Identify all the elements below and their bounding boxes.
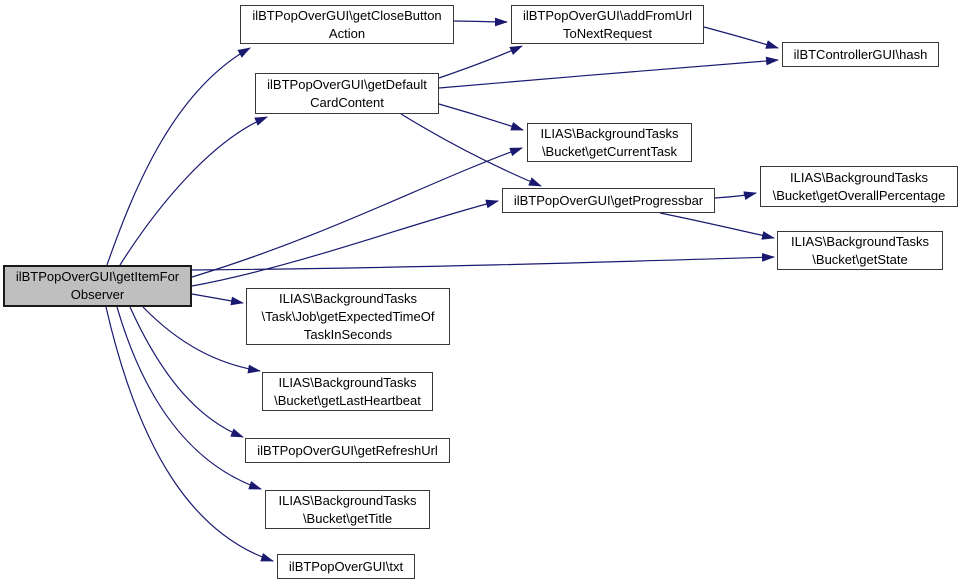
node-label-line: TaskInSeconds	[303, 326, 393, 342]
edge-item-to-current	[191, 147, 523, 278]
node-txt[interactable]: ilBTPopOverGUI\txt	[277, 554, 415, 579]
edge-item-to-progress	[191, 199, 499, 287]
node-label-line: ILIAS\BackgroundTasks	[789, 169, 929, 185]
node-label-line: ILIAS\BackgroundTasks	[790, 233, 930, 249]
node-hash[interactable]: ilBTControllerGUI\hash	[782, 42, 939, 67]
edge-addurl-to-hash	[703, 26, 779, 49]
edge-card-to-addurl	[438, 45, 523, 79]
edge-item-to-heartbeat	[142, 306, 261, 374]
edge-progress-to-overall	[714, 191, 757, 200]
node-label-line: ilBTPopOverGUI\getRefreshUrl	[257, 442, 438, 458]
node-label-line: ILIAS\BackgroundTasks	[278, 374, 417, 390]
node-get-overall-percentage[interactable]: ILIAS\BackgroundTasks \Bucket\getOverall…	[760, 166, 958, 207]
edge-progress-to-state	[659, 212, 775, 240]
node-add-from-url-to-next-request[interactable]: ilBTPopOverGUI\addFromUrl ToNextRequest	[511, 5, 704, 44]
node-label-line: Observer	[70, 287, 125, 302]
node-label-line: ilBTPopOverGUI\txt	[288, 558, 404, 574]
edge-item-to-card	[119, 116, 268, 266]
node-label-line: \Bucket\getLastHeartbeat	[274, 392, 421, 408]
edge-close-to-addurl	[453, 17, 508, 27]
node-get-title[interactable]: ILIAS\BackgroundTasks \Bucket\getTitle	[265, 490, 430, 529]
node-label-line: \Bucket\getTitle	[302, 510, 393, 526]
node-label-line: ilBTPopOverGUI\getCloseButton	[252, 7, 442, 23]
edge-item-to-close	[106, 47, 251, 266]
node-label-line: ilBTPopOverGUI\getDefault	[267, 76, 427, 92]
node-label-line: ILIAS\BackgroundTasks	[278, 492, 417, 508]
node-label-line: \Bucket\getState	[812, 251, 908, 267]
node-get-last-heartbeat[interactable]: ILIAS\BackgroundTasks \Bucket\getLastHea…	[262, 372, 433, 411]
node-get-expected-time-of-task-in-seconds[interactable]: ILIAS\BackgroundTasks \Task\Job\getExpec…	[246, 288, 450, 345]
node-label-line: ILIAS\BackgroundTasks	[278, 290, 418, 306]
edge-item-to-refresh	[129, 306, 244, 438]
node-label-line: ToNextRequest	[563, 25, 652, 41]
edge-item-to-title	[116, 306, 262, 490]
node-get-refresh-url[interactable]: ilBTPopOverGUI\getRefreshUrl	[245, 438, 450, 463]
node-get-current-task[interactable]: ILIAS\BackgroundTasks \Bucket\getCurrent…	[527, 123, 692, 162]
node-label-line: \Task\Job\getExpectedTimeOf	[261, 308, 435, 324]
node-label-line: CardContent	[310, 94, 384, 110]
node-label-line: ilBTPopOverGUI\getItemFor	[15, 269, 180, 284]
node-label-line: Action	[328, 25, 366, 41]
edge-card-to-progress	[400, 113, 542, 187]
edge-item-to-state	[191, 252, 775, 271]
edge-item-to-expected	[191, 293, 244, 306]
edge-card-to-hash	[438, 56, 779, 89]
edge-item-to-txt	[105, 306, 274, 562]
node-label-line: \Bucket\getCurrentTask	[541, 143, 678, 159]
node-label-line: \Bucket\getOverallPercentage	[772, 187, 946, 203]
node-get-progressbar[interactable]: ilBTPopOverGUI\getProgressbar	[502, 188, 715, 213]
node-get-close-button-action[interactable]: ilBTPopOverGUI\getCloseButton Action	[240, 5, 454, 44]
node-label-line: ilBTPopOverGUI\addFromUrl	[522, 7, 693, 23]
node-get-item-for-observer: ilBTPopOverGUI\getItemFor Observer	[3, 265, 192, 307]
node-get-state[interactable]: ILIAS\BackgroundTasks \Bucket\getState	[777, 231, 943, 270]
node-label-line: ilBTControllerGUI\hash	[793, 46, 928, 62]
node-get-default-card-content[interactable]: ilBTPopOverGUI\getDefault CardContent	[255, 73, 439, 114]
node-label-line: ILIAS\BackgroundTasks	[540, 125, 679, 141]
edge-card-to-current	[438, 103, 524, 131]
node-label-line: ilBTPopOverGUI\getProgressbar	[513, 192, 704, 208]
